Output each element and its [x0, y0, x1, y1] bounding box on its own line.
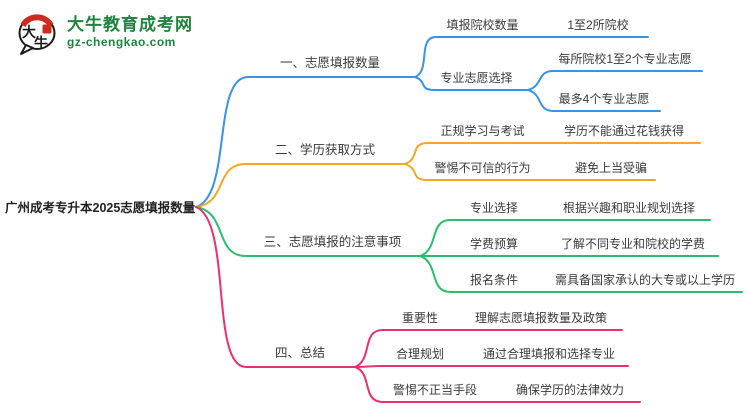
branch-1-child-2-label: 专业志愿选择 — [440, 71, 513, 85]
branch-4-child-3-label: 警惕不正当手段 — [392, 383, 477, 397]
branch-3-child-3-label: 报名条件 — [469, 273, 518, 287]
branch-4-child-1-label: 重要性 — [401, 311, 438, 325]
branch-1-label: 一、志愿填报数量 — [279, 56, 380, 70]
logo-site-name: 大牛教育成考网 — [67, 14, 193, 34]
branch-1-leaf-2-1: 每所院校1至2个专业志愿 — [558, 52, 692, 66]
site-logo[interactable]: 大 牛 大牛教育成考网 gz-chengkao.com — [14, 8, 193, 56]
branch-4-child-2-label: 合理规划 — [395, 347, 444, 361]
branch-4-connector — [195, 206, 641, 403]
branch-2-child-1-label: 正规学习与考试 — [440, 124, 525, 138]
branch-1-connector — [195, 36, 703, 208]
branch-2-leaf-1-1: 学历不能通过花钱获得 — [563, 124, 684, 138]
branch-3-leaf-3-1: 需具备国家承认的大专或以上学历 — [554, 273, 735, 287]
logo-char-da: 大 — [22, 24, 36, 40]
daniu-seal-icon: 大 牛 — [18, 14, 56, 55]
branch-2-connector — [195, 142, 701, 208]
branch-3-child-1-label: 专业选择 — [469, 201, 518, 215]
branch-2-child-2-label: 警惕不可信的行为 — [434, 161, 531, 175]
branch-3-leaf-1-1: 根据兴趣和职业规划选择 — [562, 201, 695, 215]
branch-4-leaf-3-1: 确保学历的法律效力 — [515, 383, 624, 397]
branch-4-leaf-2-1: 通过合理填报和选择专业 — [482, 347, 615, 361]
branch-2-label: 二、学历获取方式 — [274, 143, 375, 157]
branch-4-leaf-1-1: 理解志愿填报数量及政策 — [474, 311, 607, 325]
branch-1-child-1-label: 填报院校数量 — [446, 18, 519, 32]
branch-3-connector — [195, 206, 743, 293]
branch-3-child-2-label: 学费预算 — [469, 237, 518, 251]
logo-char-niu: 牛 — [34, 35, 48, 51]
logo-site-domain: gz-chengkao.com — [67, 34, 176, 49]
branch-1-leaf-2-2: 最多4个专业志愿 — [558, 92, 650, 106]
root-topic: 广州成考专升本2025志愿填报数量 — [5, 201, 196, 215]
branch-3-leaf-2-1: 了解不同专业和院校的学费 — [560, 237, 705, 251]
branch-1-leaf-1-1: 1至2所院校 — [567, 18, 629, 32]
branch-3-label: 三、志愿填报的注意事项 — [263, 235, 402, 249]
branch-4-label: 四、总结 — [274, 346, 325, 360]
branch-2-leaf-2-1: 避免上当受骗 — [574, 161, 647, 175]
